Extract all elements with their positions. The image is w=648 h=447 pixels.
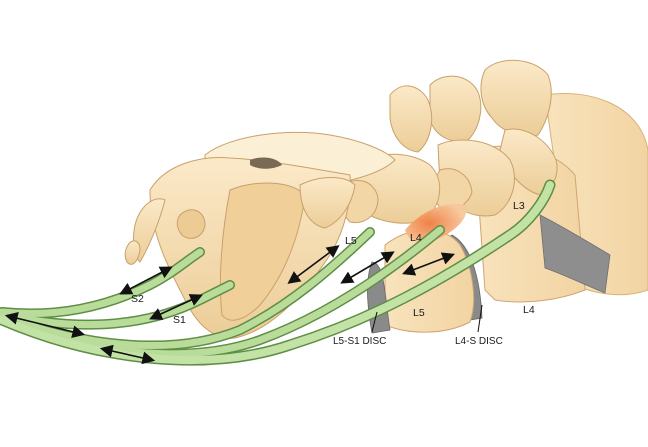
double-headed-arrow-icon	[340, 251, 395, 284]
double-headed-arrow-icon	[4, 312, 86, 338]
label-l4-nerve: L4	[410, 232, 422, 244]
double-headed-arrow-icon	[119, 266, 173, 295]
sacral-canal	[250, 157, 282, 169]
label-l5-s1-disc: L5-S1 DISC	[333, 336, 386, 347]
vertebral-column	[340, 59, 648, 334]
l5-s1-disc-leader	[371, 311, 378, 333]
disc-l3-l4	[539, 214, 611, 294]
labels: S2 S1 L5 L4 L3 L5 L4 L5-S1 DISC L4-S DIS…	[131, 200, 535, 347]
inflamed-nerve-root	[405, 203, 467, 243]
sacrum-ala	[219, 182, 306, 321]
label-l5-vertebra: L5	[413, 307, 425, 319]
arrows	[4, 245, 455, 365]
l4-spinous-process	[429, 75, 482, 142]
l5-spinous-process	[389, 85, 433, 153]
label-l3-nerve: L3	[513, 200, 525, 212]
double-headed-arrow-icon	[287, 245, 340, 284]
label-l4-s-disc: L4-S DISC	[455, 336, 503, 347]
coccyx	[124, 240, 141, 265]
label-s1: S1	[173, 314, 186, 326]
double-headed-arrow-icon	[402, 252, 455, 276]
label-l5-nerve: L5	[345, 235, 357, 247]
double-headed-arrow-icon	[99, 344, 156, 365]
sacrum-foramen	[176, 209, 206, 239]
sacrum-wing	[299, 177, 356, 229]
label-l4-vertebra: L4	[523, 304, 535, 316]
l3-spinous-process	[480, 59, 552, 137]
l4-s-disc-leader	[477, 304, 483, 333]
double-headed-arrow-icon	[149, 294, 203, 320]
label-s2: S2	[131, 293, 144, 305]
